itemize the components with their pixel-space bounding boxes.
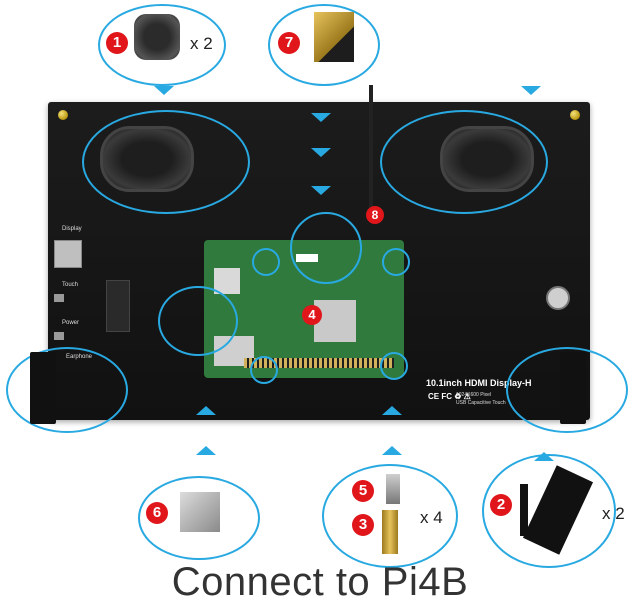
speaker-highlight-left: [82, 110, 250, 214]
usb-connector-part: [180, 492, 220, 532]
arrow-down-icon: [521, 86, 541, 95]
speaker-highlight-right: [380, 110, 548, 214]
part-badge-1: 1: [106, 32, 128, 54]
screw-quantity: x 4: [420, 508, 443, 527]
arrow-down-icon: [311, 113, 331, 122]
cpu-chip: [314, 300, 356, 342]
arrow-down-icon: [311, 148, 331, 157]
arrow-up-icon: [382, 446, 402, 455]
standoff-part: [382, 510, 398, 554]
port-label-display: Display: [62, 226, 82, 232]
backlight-knob: [546, 286, 570, 310]
power-port: [54, 332, 64, 340]
stand-left: [30, 352, 56, 424]
stand-quantity: x 2: [602, 504, 625, 523]
gpio-header: [244, 358, 394, 368]
usb-cable: [369, 85, 373, 209]
hdmi-port: [54, 240, 82, 268]
arrow-up-icon: [196, 446, 216, 455]
stand-screw-part: [520, 484, 528, 536]
port-label-touch: Touch: [62, 282, 79, 288]
usb-ports: [214, 268, 240, 294]
callout-hdmi-adapter: [268, 4, 380, 86]
resolution-text: 1024X600 Pixel: [456, 392, 492, 398]
arrow-up-icon: [382, 406, 402, 415]
callout-speaker: [98, 4, 226, 86]
callout-screws: [322, 464, 458, 568]
part-badge-8: 8: [366, 206, 384, 224]
stand-highlight-right: [506, 347, 628, 433]
standoff-highlight: [250, 356, 278, 384]
standoff-highlight: [382, 248, 410, 276]
cert-marks: CE FC ♻ ⚠: [428, 392, 471, 401]
corner-screw: [570, 110, 580, 120]
speaker-part: [134, 14, 180, 60]
part-badge-2: 2: [490, 494, 512, 516]
hdmi-adapter-part: [314, 12, 354, 62]
port-label-power: Power: [62, 320, 80, 326]
stand-right: [560, 352, 586, 424]
stand-highlight-left: [6, 347, 128, 433]
corner-screw: [58, 110, 68, 120]
standoff-highlight: [380, 352, 408, 380]
part-badge-6: 6: [146, 502, 168, 524]
speaker-quantity: x 2: [190, 34, 213, 53]
part-badge-5: 5: [352, 480, 374, 502]
usb-connector-highlight: [158, 286, 238, 356]
part-badge-3: 3: [352, 514, 374, 536]
part-badge-7: 7: [278, 32, 300, 54]
caption: Connect to Pi4B: [171, 560, 469, 604]
arrow-up-icon: [196, 406, 216, 415]
part-badge-4: 4: [302, 305, 322, 325]
product-name: 10.1inch HDMI Display-H: [426, 378, 532, 388]
arrow-down-icon: [154, 86, 174, 95]
standoff-highlight: [252, 248, 280, 276]
usb-port: [54, 294, 64, 302]
ribbon-connector: [106, 280, 130, 332]
callout-stand: [482, 454, 616, 568]
arrow-down-icon: [311, 186, 331, 195]
touch-text: USB Capacitive Touch: [456, 400, 506, 406]
hdmi-adapter-highlight: [290, 212, 362, 284]
callout-usb-connector: [138, 476, 260, 560]
screw-part: [386, 474, 400, 504]
